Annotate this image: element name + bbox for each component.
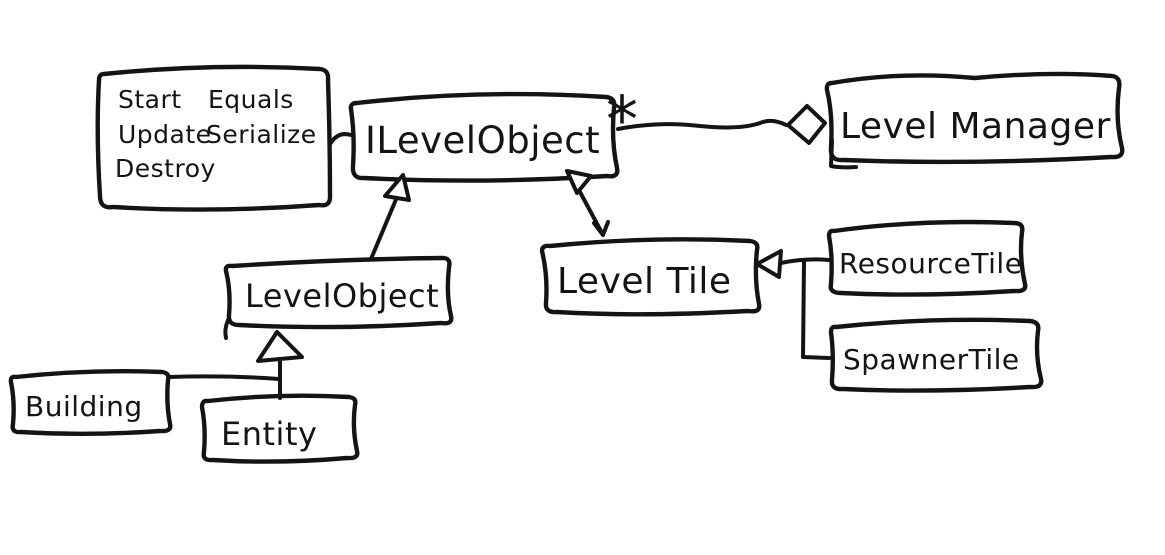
class-levelobject: LevelObject	[223, 255, 454, 340]
aggregation-diamond-icon	[786, 104, 827, 145]
class-label-levelmanager: Level Manager	[840, 106, 1111, 147]
inheritance-triangle-ilevelobject-left-icon	[383, 173, 411, 202]
edge-building-entity-to-levelobject	[167, 330, 304, 400]
class-label-resourcetile: ResourceTile	[839, 247, 1022, 280]
class-box-levelmanager-corner-stroke	[829, 138, 858, 170]
note-method-serialize: Serialize	[206, 120, 317, 149]
class-label-ilevelobject: ILevelObject	[365, 119, 600, 162]
class-ilevelobject: ILevelObject	[348, 91, 620, 183]
note-method-equals: Equals	[208, 85, 294, 114]
edge-leveltile-to-ilevelobject	[565, 169, 610, 237]
edge-spawnertile-line	[801, 259, 831, 360]
class-leveltile: Level Tile	[539, 237, 762, 317]
note-method-update: Update	[118, 120, 212, 149]
note-method-destroy: Destroy	[115, 154, 216, 183]
class-box-resourcetile	[826, 219, 1028, 297]
inheritance-triangle-ilevelobject-right-icon	[565, 169, 593, 195]
class-label-spawnertile: SpawnerTile	[843, 343, 1020, 376]
class-entity: Entity	[199, 393, 360, 464]
edge-building-line	[167, 374, 281, 381]
edge-leveltile-arrowhead-icon	[592, 220, 610, 237]
methods-note: Start Update Destroy Equals Serialize	[95, 64, 353, 212]
class-box-levelobject	[223, 255, 454, 330]
class-box-leveltile	[539, 237, 762, 317]
class-label-levelobject: LevelObject	[245, 277, 439, 315]
multiplicity-star-label: *	[606, 84, 638, 158]
class-spawnertile: SpawnerTile	[828, 317, 1044, 393]
edge-tiles-to-leveltile	[755, 249, 831, 360]
note-method-start: Start	[118, 85, 182, 114]
class-label-entity: Entity	[221, 415, 317, 453]
class-box-ilevelobject	[348, 91, 620, 183]
class-box-building	[8, 368, 173, 436]
note-connector-line	[328, 132, 353, 146]
class-box-spawnertile	[828, 317, 1044, 393]
class-resourcetile: ResourceTile	[826, 219, 1028, 297]
edge-levelobject-line	[369, 195, 399, 261]
inheritance-triangle-levelobject-icon	[256, 330, 304, 363]
class-label-leveltile: Level Tile	[557, 261, 732, 302]
class-box-entity	[199, 393, 360, 464]
edge-levelobject-to-ilevelobject	[369, 173, 411, 261]
methods-note-box	[95, 64, 333, 212]
aggregation-edge: *	[606, 84, 827, 158]
class-label-building: Building	[25, 390, 143, 423]
aggregation-line	[616, 118, 788, 131]
class-building: Building	[8, 368, 173, 436]
class-levelmanager: Level Manager	[824, 71, 1125, 170]
class-box-levelobject-corner-stroke	[223, 318, 230, 340]
inheritance-triangle-leveltile-icon	[755, 249, 783, 279]
